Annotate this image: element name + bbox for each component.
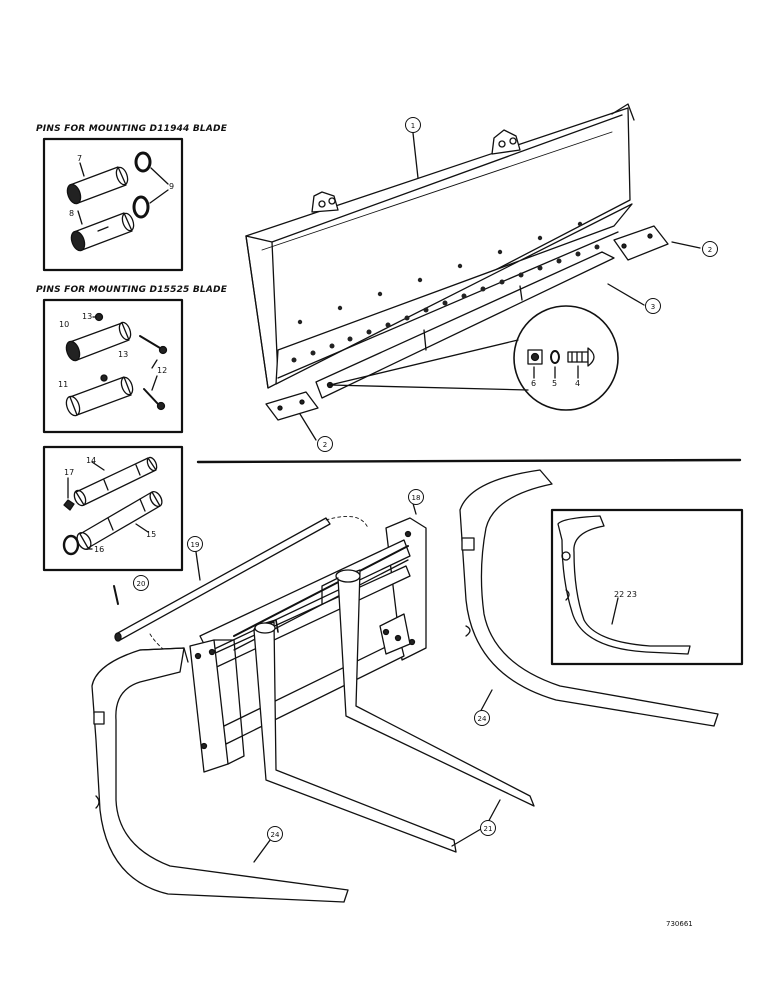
- callout-18: 18: [408, 489, 424, 505]
- end-bit-right: [613, 225, 669, 261]
- callout-21: 21: [480, 820, 496, 836]
- callout-24-left: 24: [267, 826, 283, 842]
- fork-tine-right: [321, 569, 535, 807]
- callout-13-top: 13: [82, 312, 93, 321]
- callout-2-left: 2: [317, 436, 333, 452]
- pin-10-drawing: [65, 321, 132, 362]
- heading-d11944-pins: PINS FOR MOUNTING D11944 BLADE: [36, 124, 228, 134]
- callout-9: 9: [169, 182, 175, 191]
- pin-14-drawing: [73, 456, 158, 507]
- callout-11: 11: [58, 380, 69, 389]
- inset-d15525-pins: [42, 298, 184, 434]
- fork-tine-left: [253, 619, 457, 853]
- callout-22-23: 22 23: [614, 590, 637, 599]
- callout-14: 14: [86, 456, 97, 465]
- large-fork-right: [459, 469, 719, 727]
- callout-15: 15: [146, 530, 157, 539]
- callout-1: 1: [405, 117, 421, 133]
- callout-7: 7: [77, 154, 83, 163]
- pin-8-drawing: [70, 212, 135, 252]
- washer-9-drawing: [132, 151, 152, 219]
- reference-number: 730661: [666, 920, 693, 928]
- inset-pins-14-17: [42, 445, 184, 572]
- callout-20: 20: [133, 575, 149, 591]
- end-bit-left: [265, 391, 319, 421]
- callout-19: 19: [187, 536, 203, 552]
- callout-2-right: 2: [702, 241, 718, 257]
- pin-7-drawing: [66, 166, 129, 205]
- pin-15-drawing: [76, 490, 163, 551]
- callout-17: 17: [64, 468, 75, 477]
- callout-10: 10: [59, 320, 70, 329]
- pin-11-drawing: [65, 374, 134, 417]
- callout-8: 8: [69, 209, 75, 218]
- callout-6: 6: [531, 379, 537, 388]
- cutting-edge: [315, 251, 615, 399]
- section-divider: [196, 458, 742, 464]
- washer-16-drawing: [62, 534, 80, 556]
- bolt-12-drawing: [139, 335, 168, 411]
- dozer-blade: [245, 103, 635, 389]
- callout-24-right: 24: [474, 710, 490, 726]
- callout-4: 4: [575, 379, 581, 388]
- callout-13-mid: 13: [118, 350, 129, 359]
- heading-d15525-pins: PINS FOR MOUNTING D15525 BLADE: [36, 285, 228, 295]
- inset-fork-22-23: [550, 508, 744, 666]
- hardware-detail-circle: [329, 305, 619, 411]
- callout-16-inset: 16: [94, 545, 105, 554]
- large-fork-left: [91, 647, 349, 903]
- callout-12: 12: [157, 366, 168, 375]
- callout-3: 3: [645, 298, 661, 314]
- blade-bolt-holes: [291, 221, 600, 363]
- inset-d11944-pins: [42, 137, 184, 272]
- fitting-17-drawing: [63, 499, 75, 511]
- pin-20-drawing: [113, 585, 119, 605]
- callout-5: 5: [552, 379, 558, 388]
